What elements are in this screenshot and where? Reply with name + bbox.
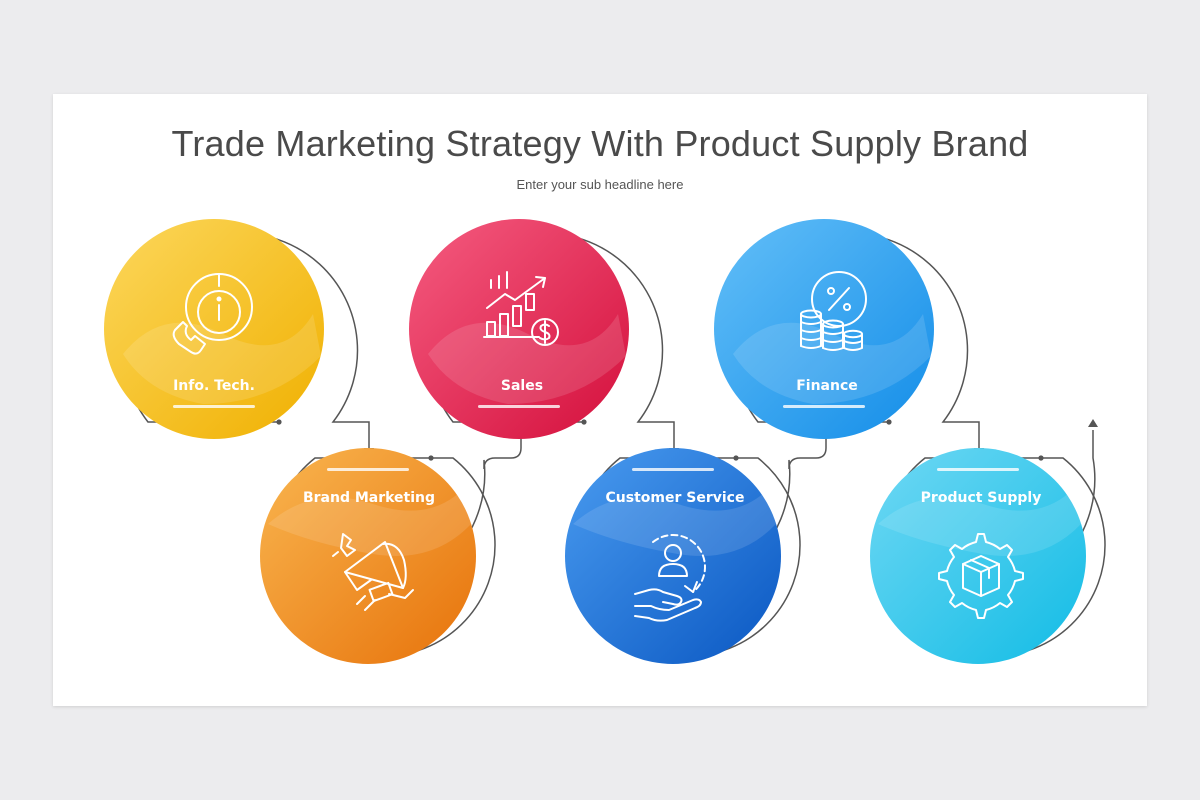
node-label-sales: Sales bbox=[501, 378, 543, 394]
node-customer-service bbox=[565, 448, 781, 664]
percent-coins-icon bbox=[800, 271, 867, 351]
clock-info-phone-icon bbox=[172, 273, 253, 355]
growth-chart-dollar-icon bbox=[483, 271, 559, 346]
node-label-info-tech: Info. Tech. bbox=[173, 378, 255, 394]
gear-box-icon bbox=[938, 533, 1024, 619]
node-info-tech bbox=[104, 219, 324, 439]
node-label-customer-service: Customer Service bbox=[606, 490, 745, 506]
node-product-supply bbox=[870, 448, 1086, 664]
node-label-finance: Finance bbox=[796, 378, 858, 394]
node-label-product-supply: Product Supply bbox=[921, 490, 1042, 506]
slide-title: Trade Marketing Strategy With Product Su… bbox=[171, 123, 1029, 164]
flow-diagram: Info. Tech. Sales Finance Brand Marketin… bbox=[104, 219, 1106, 664]
node-brand-marketing bbox=[260, 448, 476, 664]
node-sales bbox=[409, 219, 629, 439]
hand-customer-cycle-icon bbox=[634, 534, 706, 622]
slide: Info. Tech. Sales Finance Brand Marketin… bbox=[53, 94, 1147, 706]
megaphone-icon bbox=[332, 533, 414, 611]
slide-subtitle: Enter your sub headline here bbox=[516, 177, 684, 192]
arrow-prod-exit bbox=[1088, 419, 1098, 427]
node-label-brand-marketing: Brand Marketing bbox=[303, 490, 435, 506]
